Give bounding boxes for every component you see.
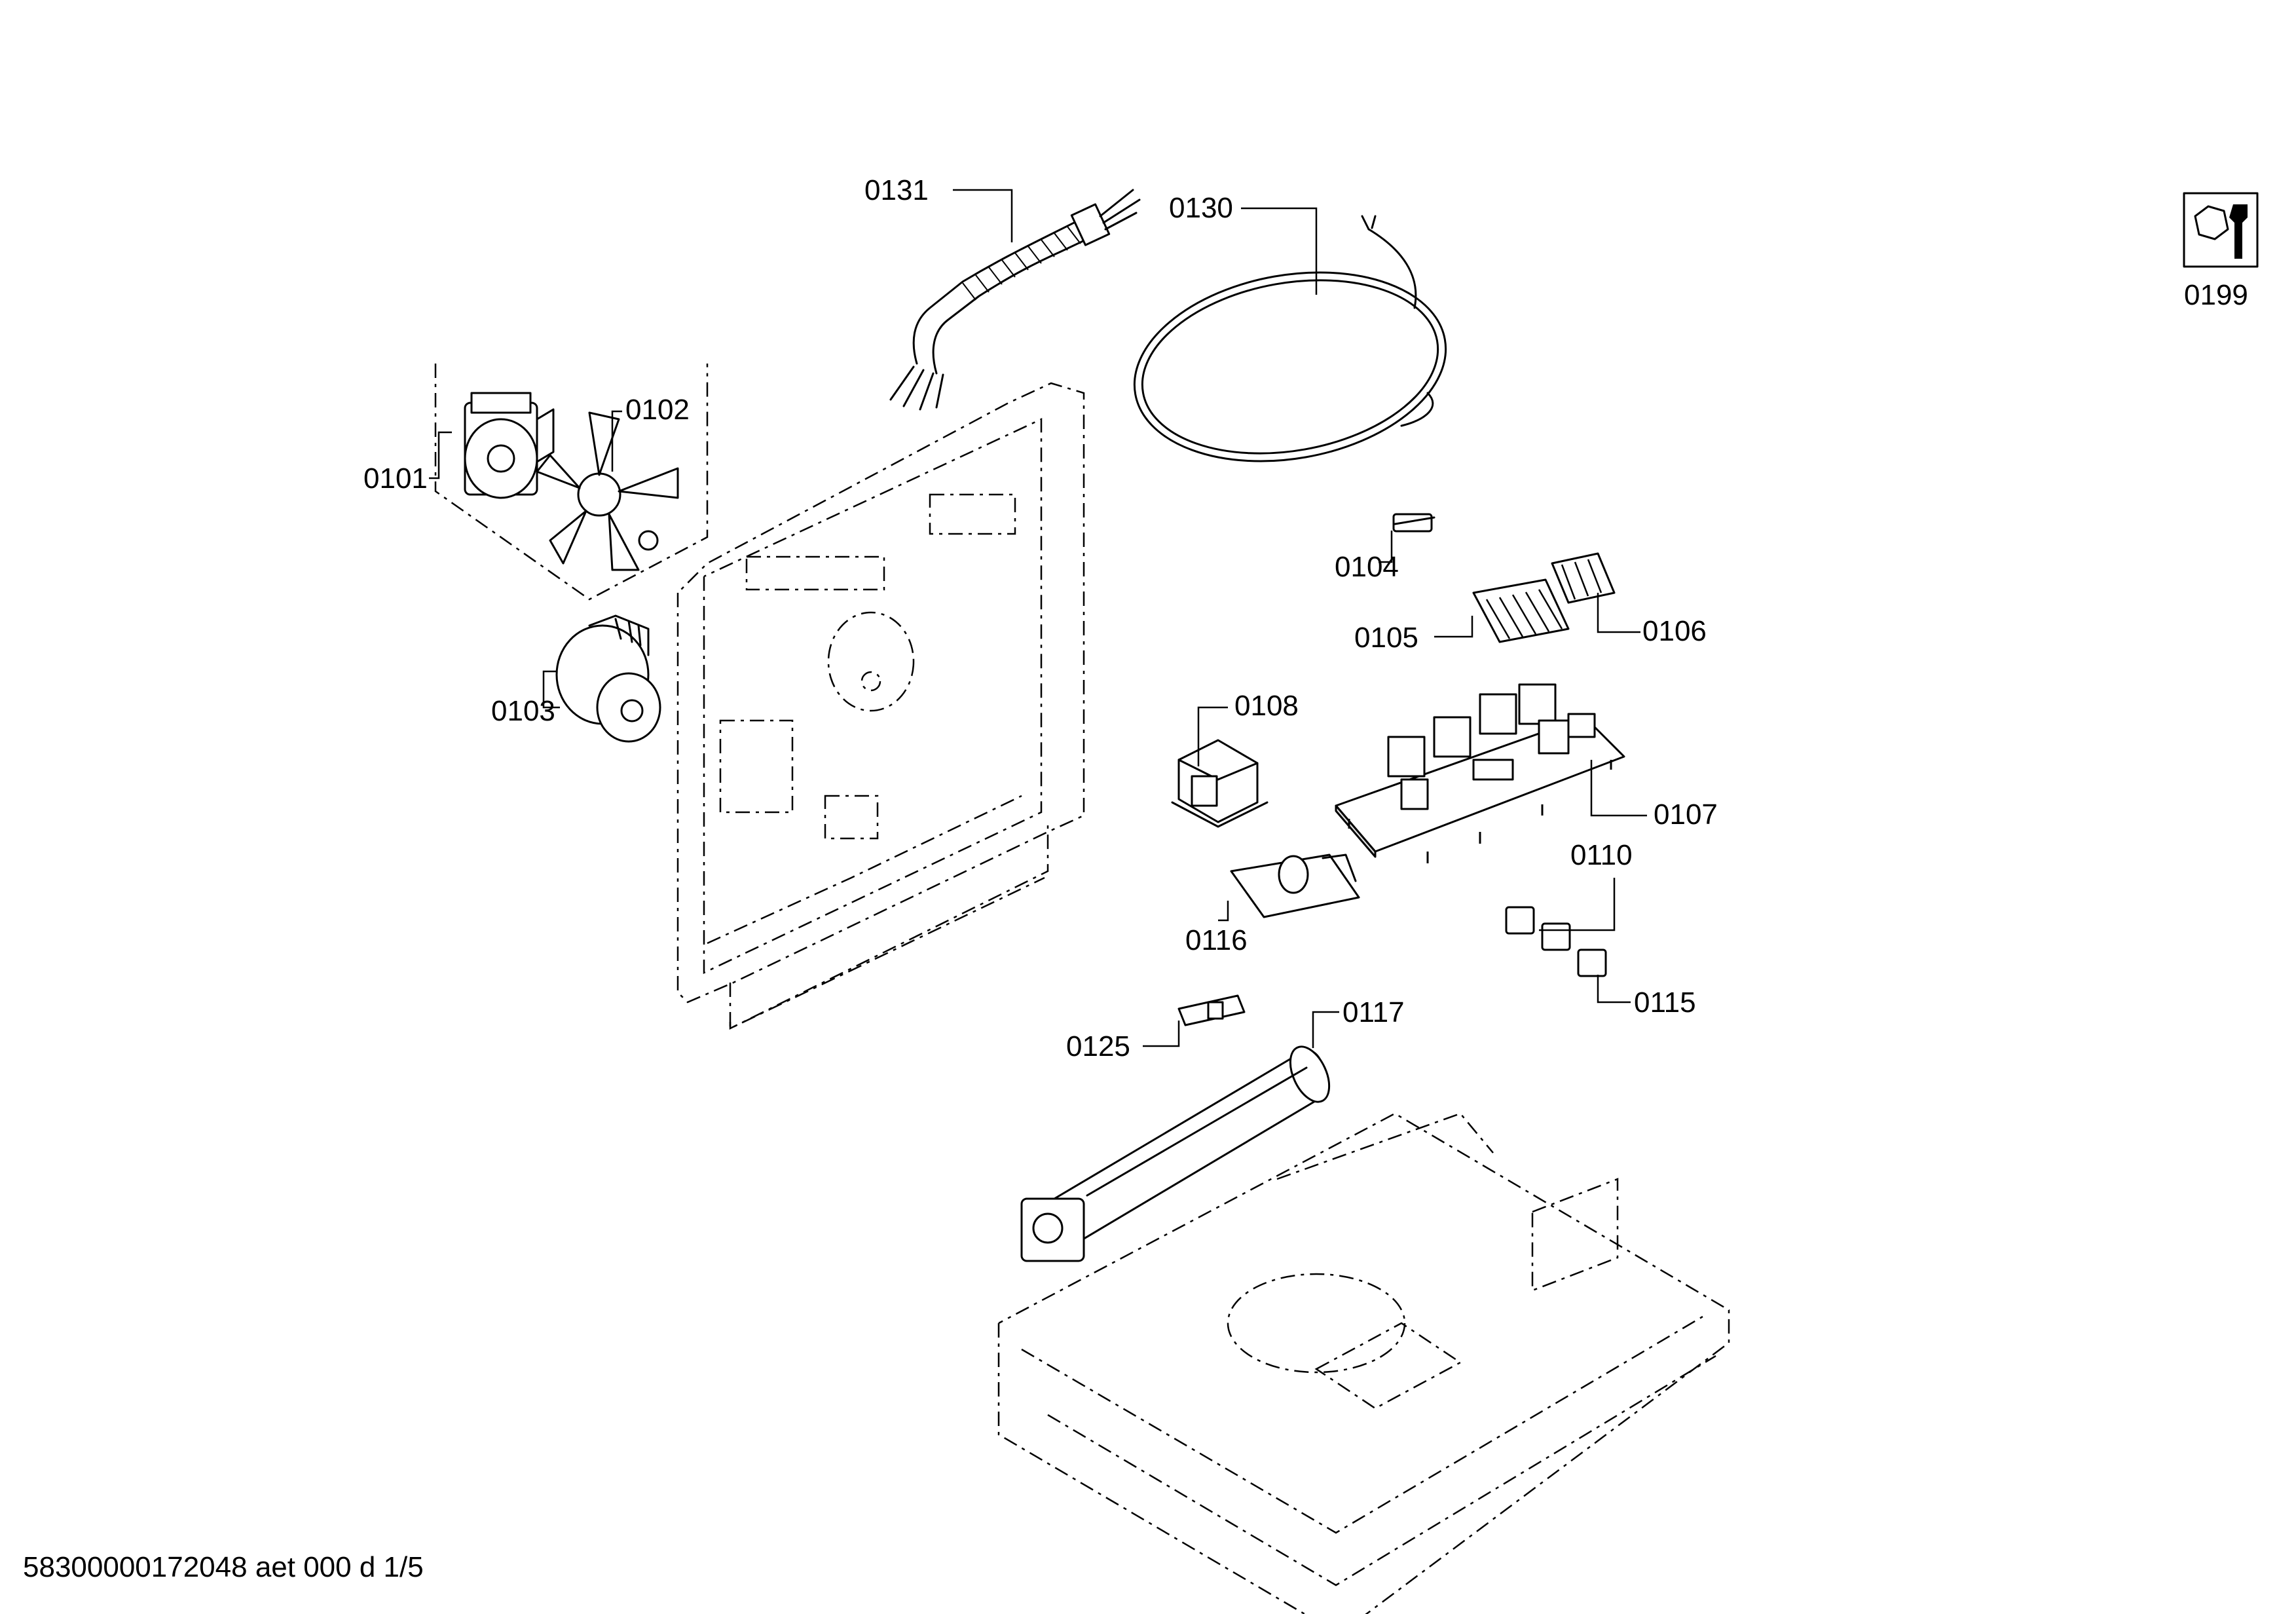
part-0115-switch[interactable] [1577, 948, 1607, 977]
label-0103: 0103 [491, 695, 555, 727]
label-0115: 0115 [1634, 986, 1696, 1019]
part-0130-power-cord[interactable] [1119, 215, 1460, 485]
part-0107-control-board[interactable] [1335, 683, 1625, 863]
document-footer-id: 58300000172048 aet 000 d 1/5 [23, 1551, 424, 1583]
part-labels: 0131 0130 0199 0102 0101 0103 0104 0105 … [363, 174, 2248, 1062]
label-0102: 0102 [625, 394, 690, 426]
bottom-base-plate [997, 1112, 1730, 1614]
part-0110-switch[interactable] [1505, 906, 1571, 951]
label-0131: 0131 [864, 174, 929, 206]
part-0199-service-nut-and-wrench-icon[interactable] [2183, 192, 2259, 268]
label-0106: 0106 [1642, 615, 1707, 647]
label-0107: 0107 [1654, 798, 1718, 831]
part-0116-filter-board[interactable] [1230, 854, 1360, 918]
label-0104: 0104 [1335, 551, 1399, 583]
label-0108: 0108 [1234, 690, 1299, 722]
part-0131-cable-conduit[interactable] [889, 189, 1141, 411]
part-0106-terminal-block[interactable] [1551, 552, 1616, 604]
label-0105: 0105 [1354, 622, 1418, 654]
part-0104-connector[interactable] [1392, 513, 1435, 533]
label-0117: 0117 [1342, 996, 1405, 1028]
label-0130: 0130 [1169, 192, 1233, 224]
back-panel [676, 382, 1085, 1030]
part-0108-transformer[interactable] [1171, 739, 1268, 828]
label-0125: 0125 [1066, 1030, 1130, 1062]
part-group-fan-assembly [434, 364, 709, 601]
leader-lines [429, 189, 1647, 1048]
part-0103-motor[interactable] [555, 614, 661, 743]
part-0102-fan-blade[interactable] [536, 411, 679, 571]
part-0125-bracket[interactable] [1177, 994, 1246, 1026]
label-0199: 0199 [2184, 279, 2248, 311]
part-0117-tangential-fan[interactable] [1020, 1041, 1337, 1262]
label-0101: 0101 [363, 462, 428, 495]
label-0116: 0116 [1185, 924, 1248, 956]
label-0110: 0110 [1570, 839, 1633, 871]
part-0101-convection-fan-motor[interactable] [464, 392, 555, 499]
part-0105-terminal-block[interactable] [1472, 578, 1570, 643]
